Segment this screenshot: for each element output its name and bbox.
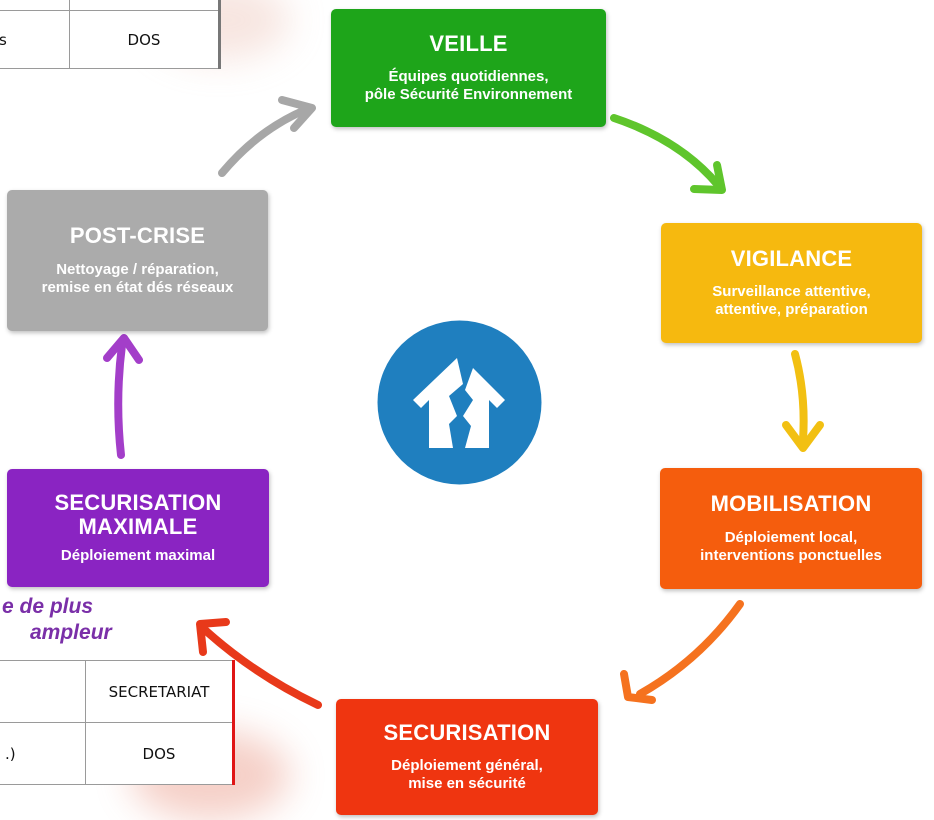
stage-securisation: SECURISATION Déploiement général, mise e… [336, 699, 598, 815]
stage-description: Nettoyage / réparation, remise en état d… [41, 260, 234, 296]
stage-description: Équipes quotidiennes, pôle Sécurité Envi… [364, 68, 573, 104]
stage-title: SECURISATION [383, 719, 551, 745]
stage-securisation-maximale: SECURISATION MAXIMALE Déploiement maxima… [7, 469, 269, 587]
stage-title: MOBILISATION [710, 491, 872, 517]
stage-description: Déploiement local, interventions ponctue… [700, 528, 882, 564]
stage-title: VIGILANCE [730, 245, 853, 271]
arrow-mobilisation-to-securisation-head [620, 670, 656, 704]
stage-title: SECURISATION MAXIMALE [54, 489, 222, 539]
arrow-postcrise-to-veille-head [278, 96, 316, 132]
arrow-max-to-postcrise [114, 341, 126, 459]
bottom-table-cell: DOS [85, 722, 234, 785]
stage-title: VEILLE [429, 30, 508, 56]
stage-title: POST-CRISE [69, 223, 206, 249]
stage-description: Déploiement général, mise en sécurité [391, 757, 543, 793]
bottom-table: SECRETARIAT .) DOS [0, 660, 235, 785]
arrow-vigilance-to-mobilisation [791, 350, 808, 444]
broken-house-icon [377, 320, 542, 485]
stage-description: Surveillance attentive, attentive, prépa… [712, 283, 871, 319]
stage-veille: VEILLE Équipes quotidiennes, pôle Sécuri… [331, 9, 606, 127]
top-table-cell: DOS [69, 10, 220, 69]
top-table: s DOS [0, 0, 221, 69]
stage-post-crise: POST-CRISE Nettoyage / réparation, remis… [7, 190, 268, 331]
arrow-max-to-postcrise-head [103, 334, 143, 364]
stage-mobilisation: MOBILISATION Déploiement local, interven… [660, 468, 922, 589]
arrow-vigilance-to-mobilisation-head [782, 421, 824, 452]
top-table-cell: s [0, 10, 70, 69]
bottom-table-cell: .) [0, 722, 86, 785]
arrow-mobilisation-to-securisation [636, 600, 744, 698]
stage-vigilance: VIGILANCE Surveillance attentive, attent… [661, 223, 922, 343]
stage-description: Déploiement maximal [60, 547, 216, 565]
arrow-securisation-to-max [201, 626, 322, 709]
arrow-veille-to-vigilance [610, 114, 722, 189]
arrow-securisation-to-max-head [196, 618, 230, 656]
arrow-postcrise-to-veille [218, 106, 309, 177]
caption: e de plus ampleur [2, 594, 112, 646]
caption-line: ampleur [30, 621, 112, 644]
arrow-veille-to-vigilance-head [690, 161, 726, 194]
caption-line: e de plus [2, 595, 94, 618]
